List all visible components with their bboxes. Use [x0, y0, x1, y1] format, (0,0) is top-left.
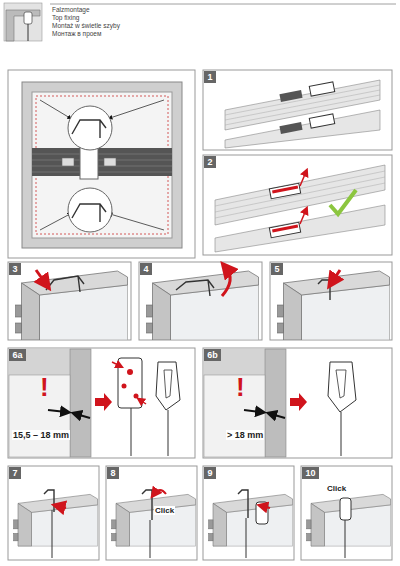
- step-badge: 1: [204, 71, 216, 83]
- header-text: Top fixing: [52, 14, 79, 22]
- click-label: Click: [326, 484, 347, 493]
- dimension-label: 15,5 – 18 mm: [12, 430, 70, 440]
- step-badge: 9: [204, 467, 216, 479]
- dimension-label: > 18 mm: [226, 430, 264, 440]
- step-badge: 5: [271, 263, 283, 275]
- step-number: 3: [12, 264, 17, 274]
- header-text: Монтаж в проем: [52, 30, 101, 38]
- step-badge: 10: [302, 467, 319, 479]
- step-number: 1: [207, 72, 212, 82]
- header-text: Falzmontage: [52, 6, 90, 14]
- step-number: 7: [12, 468, 17, 478]
- step-badge: 3: [9, 263, 21, 275]
- step-number: 10: [305, 468, 315, 478]
- warning-mark: !: [236, 374, 245, 400]
- step-number: 4: [143, 264, 148, 274]
- step-number: 6a: [12, 350, 22, 360]
- step-badge: 7: [9, 467, 21, 479]
- step-number: 9: [207, 468, 212, 478]
- step-number: 5: [274, 264, 279, 274]
- click-label: Click: [154, 506, 175, 515]
- step-number: 6b: [207, 350, 218, 360]
- warning-mark: !: [40, 374, 49, 400]
- step-badge: 4: [140, 263, 152, 275]
- step-badge: 8: [107, 467, 119, 479]
- step-badge: 6a: [9, 349, 26, 361]
- step-number: 2: [207, 157, 212, 167]
- step-badge: 2: [204, 156, 216, 168]
- step-badge: 6b: [204, 349, 221, 361]
- header-text: Montaż w świetle szyby: [52, 22, 120, 30]
- step-number: 8: [110, 468, 115, 478]
